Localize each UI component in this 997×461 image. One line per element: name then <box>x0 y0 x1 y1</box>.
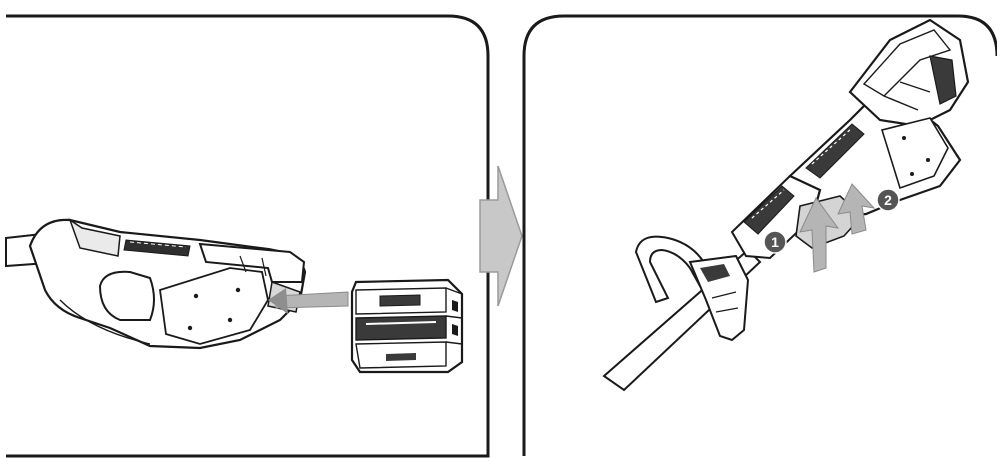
insert-arrow-left <box>268 288 349 314</box>
panel-step-1 <box>5 14 490 458</box>
step-marker-1: 1 <box>763 230 787 254</box>
battery-pack <box>350 278 464 374</box>
step-marker-2: 2 <box>876 188 900 212</box>
step-transition-arrow <box>479 165 523 307</box>
trimmer-housing-left <box>28 218 307 350</box>
push-arrow-1 <box>799 197 840 273</box>
panel-frame-left <box>6 14 490 458</box>
panel-step-2: 1 2 <box>522 14 997 456</box>
step-marker-2-label: 2 <box>884 192 892 208</box>
step-marker-1-label: 1 <box>771 234 779 250</box>
d-handle <box>634 235 750 342</box>
push-arrow-2 <box>837 183 876 235</box>
panel-frame-right <box>522 14 997 456</box>
